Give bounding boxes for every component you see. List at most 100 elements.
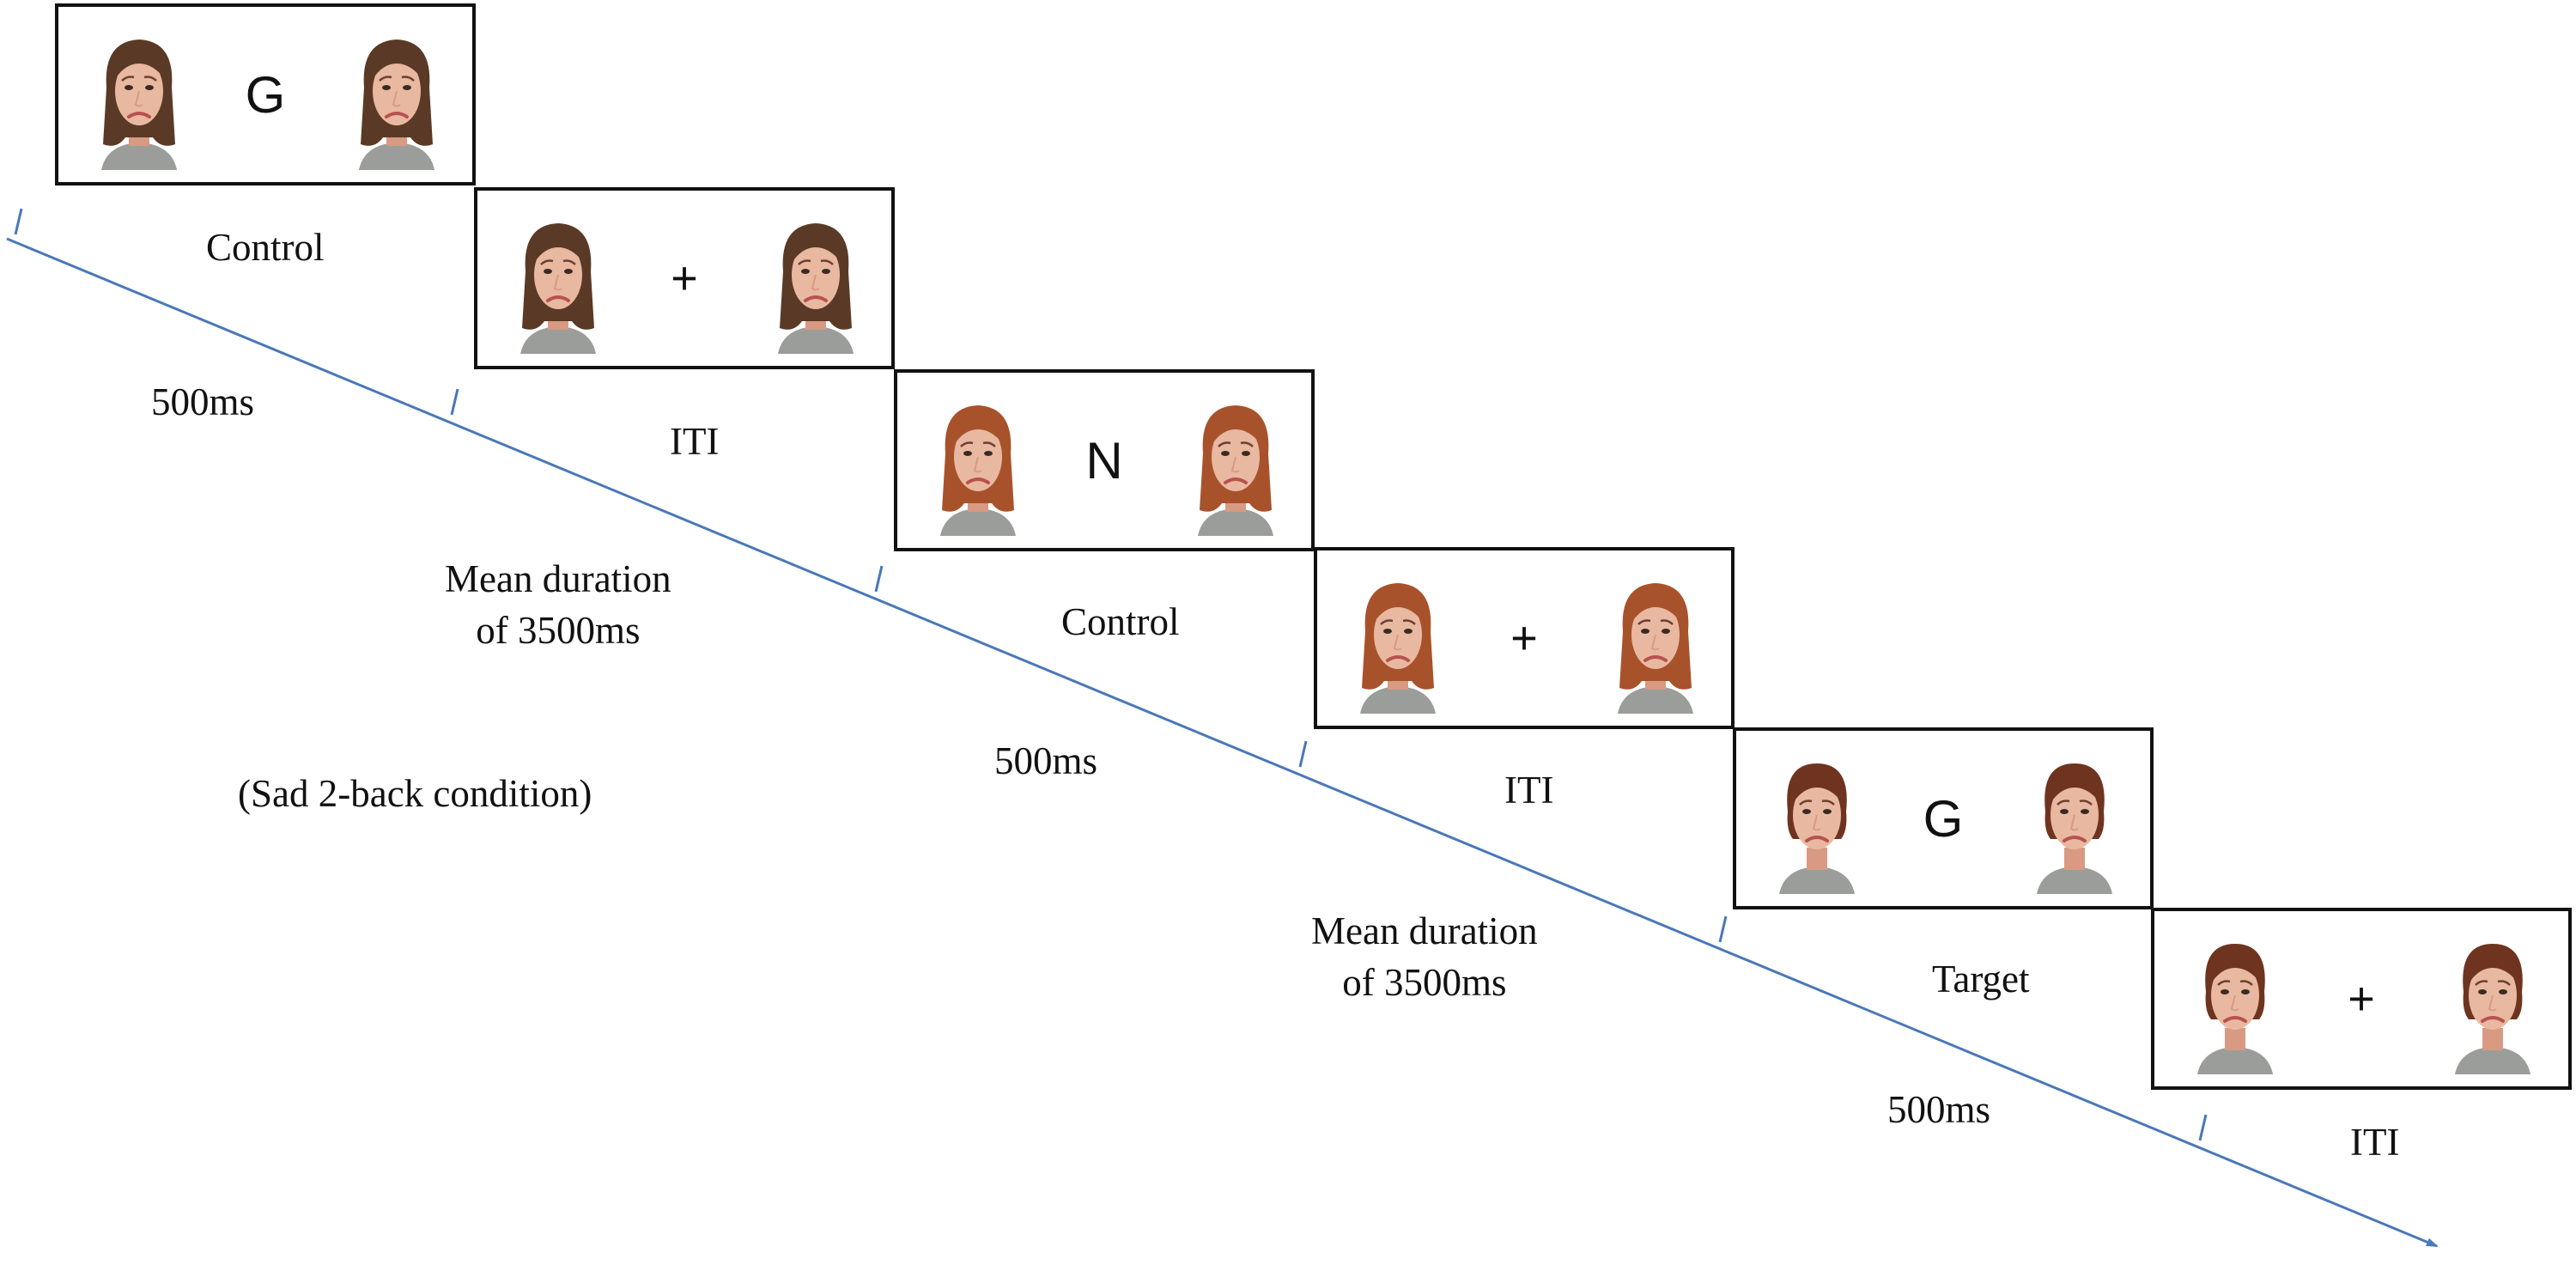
brow-shape bbox=[2497, 980, 2511, 986]
face-image bbox=[89, 34, 189, 170]
mouth-shape bbox=[1643, 655, 1668, 662]
duration-label: Mean duration of 3500ms bbox=[1311, 909, 1538, 1004]
face-portrait bbox=[2197, 944, 2273, 1074]
nose-shape bbox=[1393, 634, 1402, 651]
fringe-shape bbox=[954, 416, 1004, 445]
nose-shape bbox=[134, 90, 143, 107]
brow-shape bbox=[1799, 800, 1813, 806]
eye-shape bbox=[1383, 629, 1392, 634]
fringe-shape bbox=[2469, 954, 2518, 983]
face-image bbox=[2443, 939, 2543, 1074]
nose-shape bbox=[392, 90, 401, 107]
brow-shape bbox=[562, 259, 576, 265]
shirt-shape bbox=[2455, 1047, 2530, 1074]
eye-shape bbox=[2081, 809, 2089, 814]
brow-shape bbox=[540, 259, 554, 265]
brow-shape bbox=[2057, 800, 2070, 806]
eye-shape bbox=[2241, 989, 2250, 994]
brow-shape bbox=[143, 76, 157, 82]
brow-shape bbox=[121, 76, 135, 82]
fringe-shape bbox=[1793, 774, 1843, 803]
eye-shape bbox=[2478, 989, 2487, 994]
eye-shape bbox=[801, 269, 810, 274]
eye-shape bbox=[963, 451, 972, 456]
mouth-shape bbox=[1805, 836, 1829, 842]
brow-shape bbox=[2079, 800, 2093, 806]
neck-shape bbox=[2064, 848, 2085, 870]
duration-label: 500ms bbox=[994, 739, 1098, 782]
face-image bbox=[928, 400, 1028, 536]
face-portrait bbox=[1779, 763, 1855, 894]
nose-shape bbox=[1812, 814, 1821, 831]
trial-frame-4: + bbox=[1314, 547, 1735, 729]
eye-shape bbox=[403, 85, 411, 90]
trial-frame-1: G bbox=[55, 3, 476, 185]
brow-shape bbox=[379, 76, 392, 82]
timeline-tick bbox=[2198, 1114, 2208, 1141]
timeline-tick bbox=[1298, 740, 1308, 768]
phase-label: Control bbox=[206, 226, 325, 269]
face-image bbox=[347, 34, 447, 170]
mouth-shape bbox=[385, 112, 409, 119]
mouth-shape bbox=[2223, 1016, 2247, 1023]
timeline-line bbox=[6, 237, 2439, 1248]
phase-label: ITI bbox=[1504, 769, 1554, 812]
eye-shape bbox=[1221, 451, 1230, 456]
face-portrait bbox=[2037, 763, 2112, 894]
face-image bbox=[1767, 758, 1867, 894]
nose-shape bbox=[2488, 994, 2497, 1012]
eye-shape bbox=[382, 85, 391, 90]
eye-shape bbox=[1404, 629, 1413, 634]
brow-shape bbox=[1402, 619, 1416, 625]
timeline-tick bbox=[450, 388, 459, 416]
brow-shape bbox=[1660, 619, 1674, 625]
fringe-shape bbox=[792, 234, 841, 263]
mouth-shape bbox=[546, 295, 570, 302]
brow-shape bbox=[1821, 800, 1835, 806]
phase-label: Control bbox=[1061, 600, 1180, 643]
fringe-shape bbox=[373, 50, 422, 79]
eye-shape bbox=[544, 269, 552, 274]
brow-shape bbox=[2217, 980, 2231, 986]
nose-shape bbox=[811, 274, 820, 291]
brow-shape bbox=[798, 259, 811, 265]
brow-shape bbox=[2239, 980, 2253, 986]
face-portrait bbox=[940, 405, 1016, 536]
mouth-shape bbox=[2063, 836, 2087, 842]
face-portrait bbox=[520, 223, 596, 354]
trial-frame-2: + bbox=[474, 187, 895, 369]
duration-label: Mean duration of 3500ms bbox=[445, 557, 671, 652]
mouth-shape bbox=[1224, 477, 1248, 484]
timeline-tick bbox=[874, 565, 884, 593]
timeline-tick bbox=[1718, 915, 1728, 943]
nose-shape bbox=[553, 274, 562, 291]
fringe-shape bbox=[115, 50, 165, 79]
brow-shape bbox=[960, 441, 974, 447]
trial-frame-3: N bbox=[894, 369, 1315, 551]
face-portrait bbox=[778, 223, 854, 354]
mouth-shape bbox=[127, 112, 151, 119]
shirt-shape bbox=[2197, 1047, 2273, 1074]
neck-shape bbox=[1807, 848, 1827, 870]
face-image bbox=[2025, 758, 2124, 894]
fringe-shape bbox=[1374, 593, 1424, 623]
mouth-shape bbox=[966, 477, 990, 484]
eye-shape bbox=[2221, 989, 2229, 994]
neck-shape bbox=[2482, 1028, 2503, 1050]
face-image bbox=[2185, 939, 2285, 1074]
neck-shape bbox=[2225, 1028, 2245, 1050]
mouth-shape bbox=[2481, 1016, 2505, 1023]
shirt-shape bbox=[1779, 867, 1855, 894]
eye-shape bbox=[1242, 451, 1250, 456]
eye-shape bbox=[822, 269, 830, 274]
nose-shape bbox=[2069, 814, 2079, 831]
brow-shape bbox=[401, 76, 415, 82]
shirt-shape bbox=[778, 326, 854, 354]
brow-shape bbox=[820, 259, 834, 265]
eye-shape bbox=[1641, 629, 1649, 634]
eye-shape bbox=[1823, 809, 1832, 814]
shirt-shape bbox=[359, 143, 434, 170]
face-image bbox=[1348, 578, 1448, 714]
